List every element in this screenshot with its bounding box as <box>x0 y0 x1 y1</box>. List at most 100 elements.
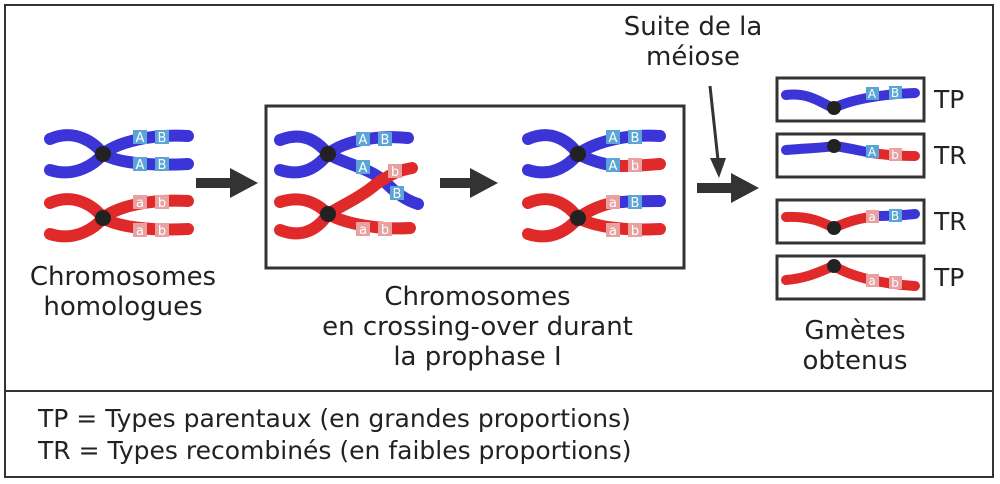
arrow-right <box>196 168 258 198</box>
gamete-type-label: TR <box>934 141 967 170</box>
label-meiosis: Suite de la méiose <box>608 12 778 72</box>
allele-A: A <box>356 132 370 148</box>
svg-text:a: a <box>868 210 875 224</box>
label-line: la prophase I <box>393 342 562 372</box>
allele-a: a <box>866 274 879 288</box>
label-line: homologues <box>43 292 203 322</box>
label-line: Chromosomes <box>384 282 571 312</box>
arrow-right <box>440 168 498 198</box>
allele-b: b <box>155 223 169 239</box>
allele-a: a <box>606 195 620 211</box>
gamete-2: A b <box>775 132 926 179</box>
svg-text:a: a <box>868 274 875 288</box>
allele-a: a <box>866 210 879 224</box>
svg-text:A: A <box>868 145 877 159</box>
allele-B: B <box>155 157 169 173</box>
allele-b: b <box>628 158 642 174</box>
label-line: Chromosomes <box>29 262 217 292</box>
svg-text:b: b <box>158 224 166 239</box>
allele-A: A <box>133 130 147 146</box>
svg-text:a: a <box>136 196 144 211</box>
label-line: méiose <box>646 42 740 72</box>
centromere <box>95 146 111 162</box>
label-homologous: Chromosomes homologues <box>18 262 228 322</box>
figure-frame <box>4 4 994 478</box>
svg-text:b: b <box>391 165 399 180</box>
centromere <box>827 259 841 273</box>
legend-divider <box>4 390 994 392</box>
allele-a: a <box>133 223 147 239</box>
allele-A: A <box>133 157 147 173</box>
allele-A: A <box>866 145 879 159</box>
svg-text:B: B <box>891 209 899 223</box>
allele-a: a <box>133 195 147 211</box>
allele-b: b <box>155 195 169 211</box>
allele-A: A <box>866 87 879 101</box>
crossing-over-box <box>264 104 686 270</box>
allele-B: B <box>390 186 404 202</box>
centromere <box>827 139 841 153</box>
svg-text:A: A <box>609 159 618 174</box>
centromere <box>570 146 586 162</box>
allele-a: a <box>356 222 370 238</box>
allele-b: b <box>889 148 902 162</box>
label-gametes: Gmètes obtenus <box>790 316 920 376</box>
allele-B: B <box>628 130 642 146</box>
allele-b: b <box>889 276 902 290</box>
allele-b: b <box>378 222 392 238</box>
gamete-type-label: TP <box>934 85 965 114</box>
svg-text:B: B <box>158 131 167 146</box>
svg-text:A: A <box>359 133 368 148</box>
legend-tr: TR = Types recombinés (en faibles propor… <box>38 436 632 465</box>
svg-text:B: B <box>891 86 899 100</box>
svg-text:B: B <box>381 133 390 148</box>
crossing-over-chromosomes: A B A b B a b <box>274 130 424 240</box>
gamete-type-label: TR <box>934 207 967 236</box>
svg-text:B: B <box>631 196 640 211</box>
svg-text:b: b <box>891 276 899 290</box>
allele-B: B <box>378 132 392 148</box>
label-line: Gmètes <box>804 316 906 346</box>
allele-a: a <box>606 223 620 239</box>
svg-text:b: b <box>381 223 389 238</box>
arrow-down <box>708 85 726 178</box>
allele-A: A <box>356 160 370 176</box>
svg-text:B: B <box>393 187 402 202</box>
label-crossing-over: Chromosomes en crossing-over durant la p… <box>280 282 675 372</box>
allele-B: B <box>155 130 169 146</box>
allele-B: B <box>889 86 902 100</box>
centromere <box>827 221 841 235</box>
centromere <box>570 210 586 226</box>
centromere <box>320 146 336 162</box>
svg-text:A: A <box>136 131 145 146</box>
svg-text:a: a <box>359 223 367 238</box>
svg-text:a: a <box>609 196 617 211</box>
svg-text:b: b <box>631 224 639 239</box>
svg-text:A: A <box>868 87 877 101</box>
label-line: obtenus <box>802 346 908 376</box>
svg-text:B: B <box>631 131 640 146</box>
svg-text:B: B <box>158 158 167 173</box>
recombined-chromosomes: A B A b a B a b <box>522 129 666 243</box>
svg-text:b: b <box>158 196 166 211</box>
gamete-3: a B <box>775 198 926 245</box>
centromere <box>320 206 336 222</box>
allele-B: B <box>889 209 902 223</box>
svg-text:b: b <box>891 148 899 162</box>
centromere <box>95 210 111 226</box>
homologous-chromosomes: A B A B a b a b <box>44 129 194 243</box>
svg-text:a: a <box>136 224 144 239</box>
gamete-4: a b <box>775 254 926 301</box>
centromere <box>827 101 841 115</box>
svg-text:b: b <box>631 159 639 174</box>
legend-tp: TP = Types parentaux (en grandes proport… <box>38 404 631 433</box>
allele-A: A <box>606 130 620 146</box>
allele-B: B <box>628 195 642 211</box>
label-line: Suite de la <box>623 12 763 42</box>
svg-text:A: A <box>359 161 368 176</box>
svg-text:a: a <box>609 224 617 239</box>
arrow-right <box>697 173 759 203</box>
gamete-1: A B <box>775 76 926 123</box>
svg-text:A: A <box>609 131 618 146</box>
